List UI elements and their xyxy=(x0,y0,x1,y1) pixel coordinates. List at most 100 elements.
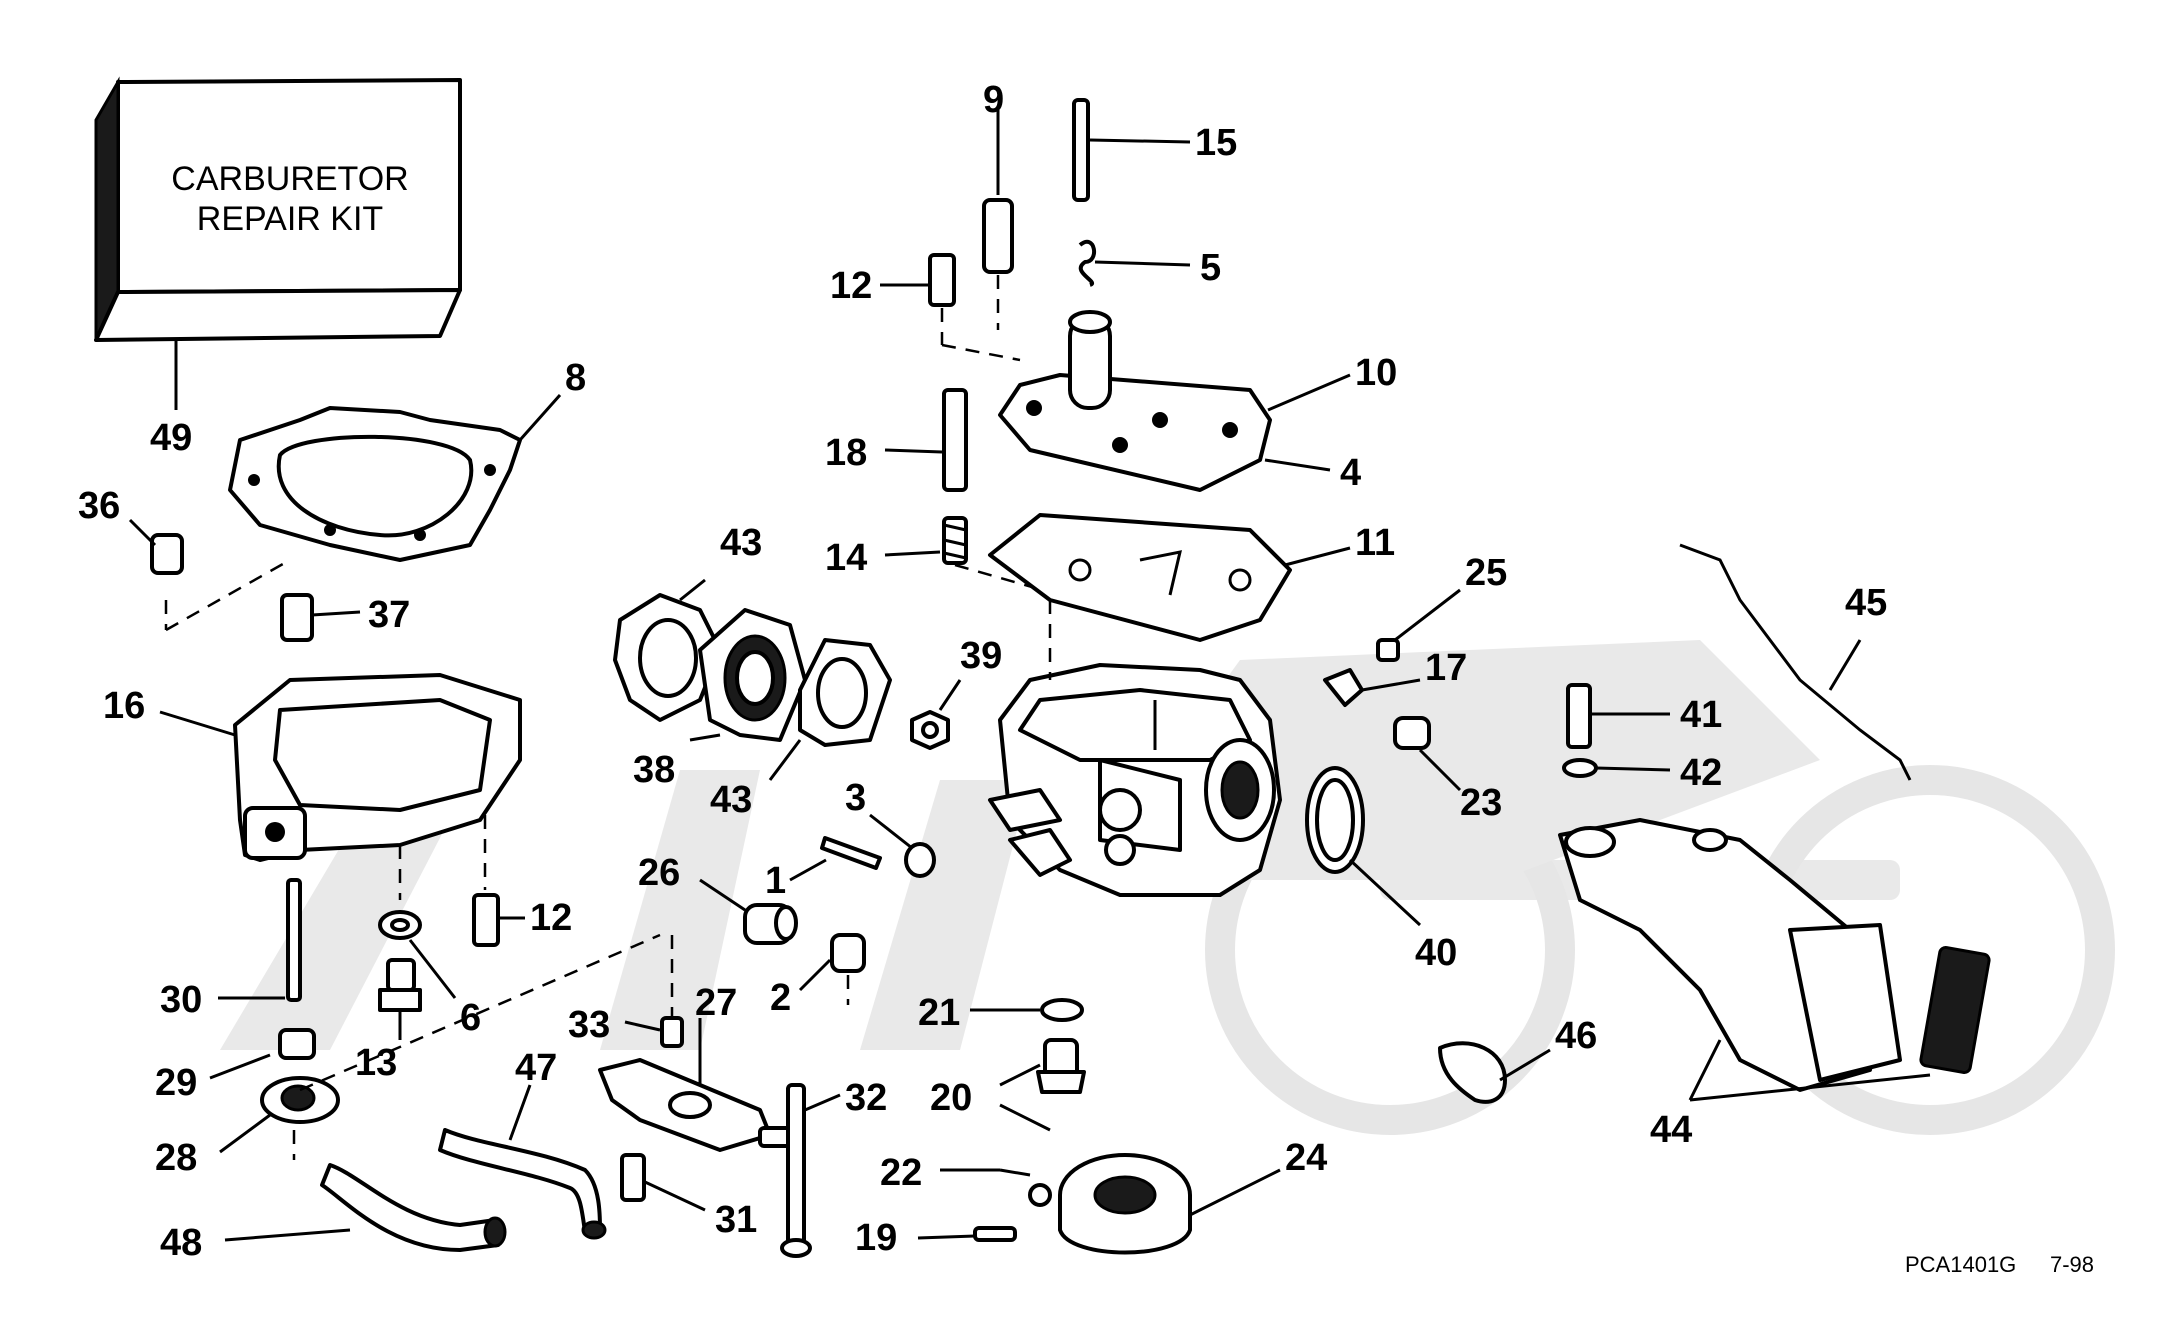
nut-part-39 xyxy=(910,679,962,750)
callout-47: 47 xyxy=(515,1047,557,1089)
plug-part-23 xyxy=(1393,716,1462,792)
callout-49: 49 xyxy=(150,417,192,459)
washer-part-42 xyxy=(1562,758,1671,778)
callout-31: 31 xyxy=(715,1199,757,1241)
callout-27: 27 xyxy=(695,982,737,1024)
washer-part-3 xyxy=(869,813,936,878)
gasket-part-43-right xyxy=(768,638,892,781)
fitting-part-2 xyxy=(798,933,866,1005)
fuel-hose-part-48 xyxy=(224,1163,507,1252)
fuel-pump-part-27 xyxy=(598,1018,792,1152)
callout-20: 20 xyxy=(930,1077,972,1119)
gasket-part-11 xyxy=(988,513,1351,642)
float-pin-part-30 xyxy=(218,878,302,1002)
cover-plate-part-10 xyxy=(998,310,1351,492)
clip-part-17 xyxy=(1323,668,1421,707)
callout-37: 37 xyxy=(368,594,410,636)
drain-screw-part-13 xyxy=(378,958,422,1040)
callout-11: 11 xyxy=(1355,522,1395,564)
callout-3: 3 xyxy=(845,777,866,819)
callout-41: 41 xyxy=(1680,694,1722,736)
callout-22: 22 xyxy=(880,1152,922,1194)
callout-16: 16 xyxy=(103,685,145,727)
callout-26: 26 xyxy=(638,852,680,894)
callout-1: 1 xyxy=(765,860,786,902)
pin-part-19 xyxy=(917,1226,1017,1242)
screw-part-41 xyxy=(1566,683,1670,749)
callout-8: 8 xyxy=(565,357,586,399)
fitting-part-28 xyxy=(219,933,661,1160)
pin-part-22 xyxy=(940,1168,1031,1177)
callout-9: 9 xyxy=(983,79,1004,121)
screw-part-31 xyxy=(620,1153,706,1212)
callout-36: 36 xyxy=(78,485,120,527)
callout-40: 40 xyxy=(1415,932,1457,974)
intake-silencer-part-44 xyxy=(1558,818,1991,1102)
gasket-part-43-left xyxy=(613,578,722,722)
callout-4: 4 xyxy=(1340,452,1361,494)
callout-42: 42 xyxy=(1680,752,1722,794)
float-bowl xyxy=(159,673,522,900)
callout-23: 23 xyxy=(1460,782,1502,824)
carburetor-repair-kit-box xyxy=(94,76,462,410)
plug-part-36 xyxy=(128,518,184,630)
callout-2: 2 xyxy=(770,977,791,1019)
callout-17: 17 xyxy=(1425,647,1467,689)
callout-29: 29 xyxy=(155,1062,197,1104)
diagram-date: 7-98 xyxy=(2050,1252,2094,1277)
callout-19: 19 xyxy=(855,1217,897,1259)
callout-6: 6 xyxy=(460,997,481,1039)
pin-part-1 xyxy=(789,836,882,882)
callout-43-upper: 43 xyxy=(720,522,762,564)
spacer-part-38 xyxy=(689,608,807,742)
solenoid-part-24 xyxy=(1028,1153,1281,1255)
diagram-code: PCA1401G xyxy=(1905,1252,2016,1277)
kit-label-line1: CARBURETOR xyxy=(171,160,408,198)
clip-part-5 xyxy=(1078,239,1191,287)
clamp-part-46 xyxy=(1438,1041,1551,1104)
callout-44: 44 xyxy=(1650,1109,1692,1151)
callout-21: 21 xyxy=(918,992,960,1034)
callout-12-lower: 12 xyxy=(530,897,572,939)
callout-18: 18 xyxy=(825,432,867,474)
spring-part-33 xyxy=(624,935,684,1048)
screw-part-25 xyxy=(1376,588,1461,662)
callout-10: 10 xyxy=(1355,352,1397,394)
callout-32: 32 xyxy=(845,1077,887,1119)
callout-12-upper: 12 xyxy=(830,265,872,307)
washer-part-21 xyxy=(970,998,1084,1022)
callout-15: 15 xyxy=(1195,122,1237,164)
kit-label-line2: REPAIR KIT xyxy=(197,200,383,238)
needle-part-15 xyxy=(1072,98,1191,202)
callout-48: 48 xyxy=(160,1222,202,1264)
bushing-part-26 xyxy=(699,878,798,945)
screw-part-9 xyxy=(982,110,1014,330)
callout-33: 33 xyxy=(568,1004,610,1046)
valve-part-20 xyxy=(999,1038,1086,1132)
carburetor-body xyxy=(988,600,1282,897)
callout-30: 30 xyxy=(160,979,202,1021)
o-ring-part-40 xyxy=(1305,766,1422,927)
callout-24: 24 xyxy=(1285,1137,1327,1179)
needle-seat-part-37 xyxy=(165,558,361,642)
link-rod-part-45 xyxy=(1679,543,1912,781)
callout-28: 28 xyxy=(155,1137,197,1179)
callout-46: 46 xyxy=(1555,1015,1597,1057)
screw-part-18 xyxy=(884,388,968,492)
callout-43-lower: 43 xyxy=(710,779,752,821)
callout-14: 14 xyxy=(825,537,867,579)
callout-5: 5 xyxy=(1200,247,1221,289)
callout-39: 39 xyxy=(960,635,1002,677)
callout-38: 38 xyxy=(633,749,675,791)
washer-part-6 xyxy=(378,910,457,999)
callout-13: 13 xyxy=(355,1042,397,1084)
plug-part-29 xyxy=(209,1028,316,1080)
screw-part-12-upper xyxy=(880,253,1021,362)
screw-part-12-lower xyxy=(472,893,525,947)
fuel-hose-part-47 xyxy=(438,1084,607,1240)
float-bowl-gasket xyxy=(228,394,562,562)
callout-45: 45 xyxy=(1845,582,1887,624)
callout-25: 25 xyxy=(1465,552,1507,594)
stud-part-32 xyxy=(780,1083,841,1258)
